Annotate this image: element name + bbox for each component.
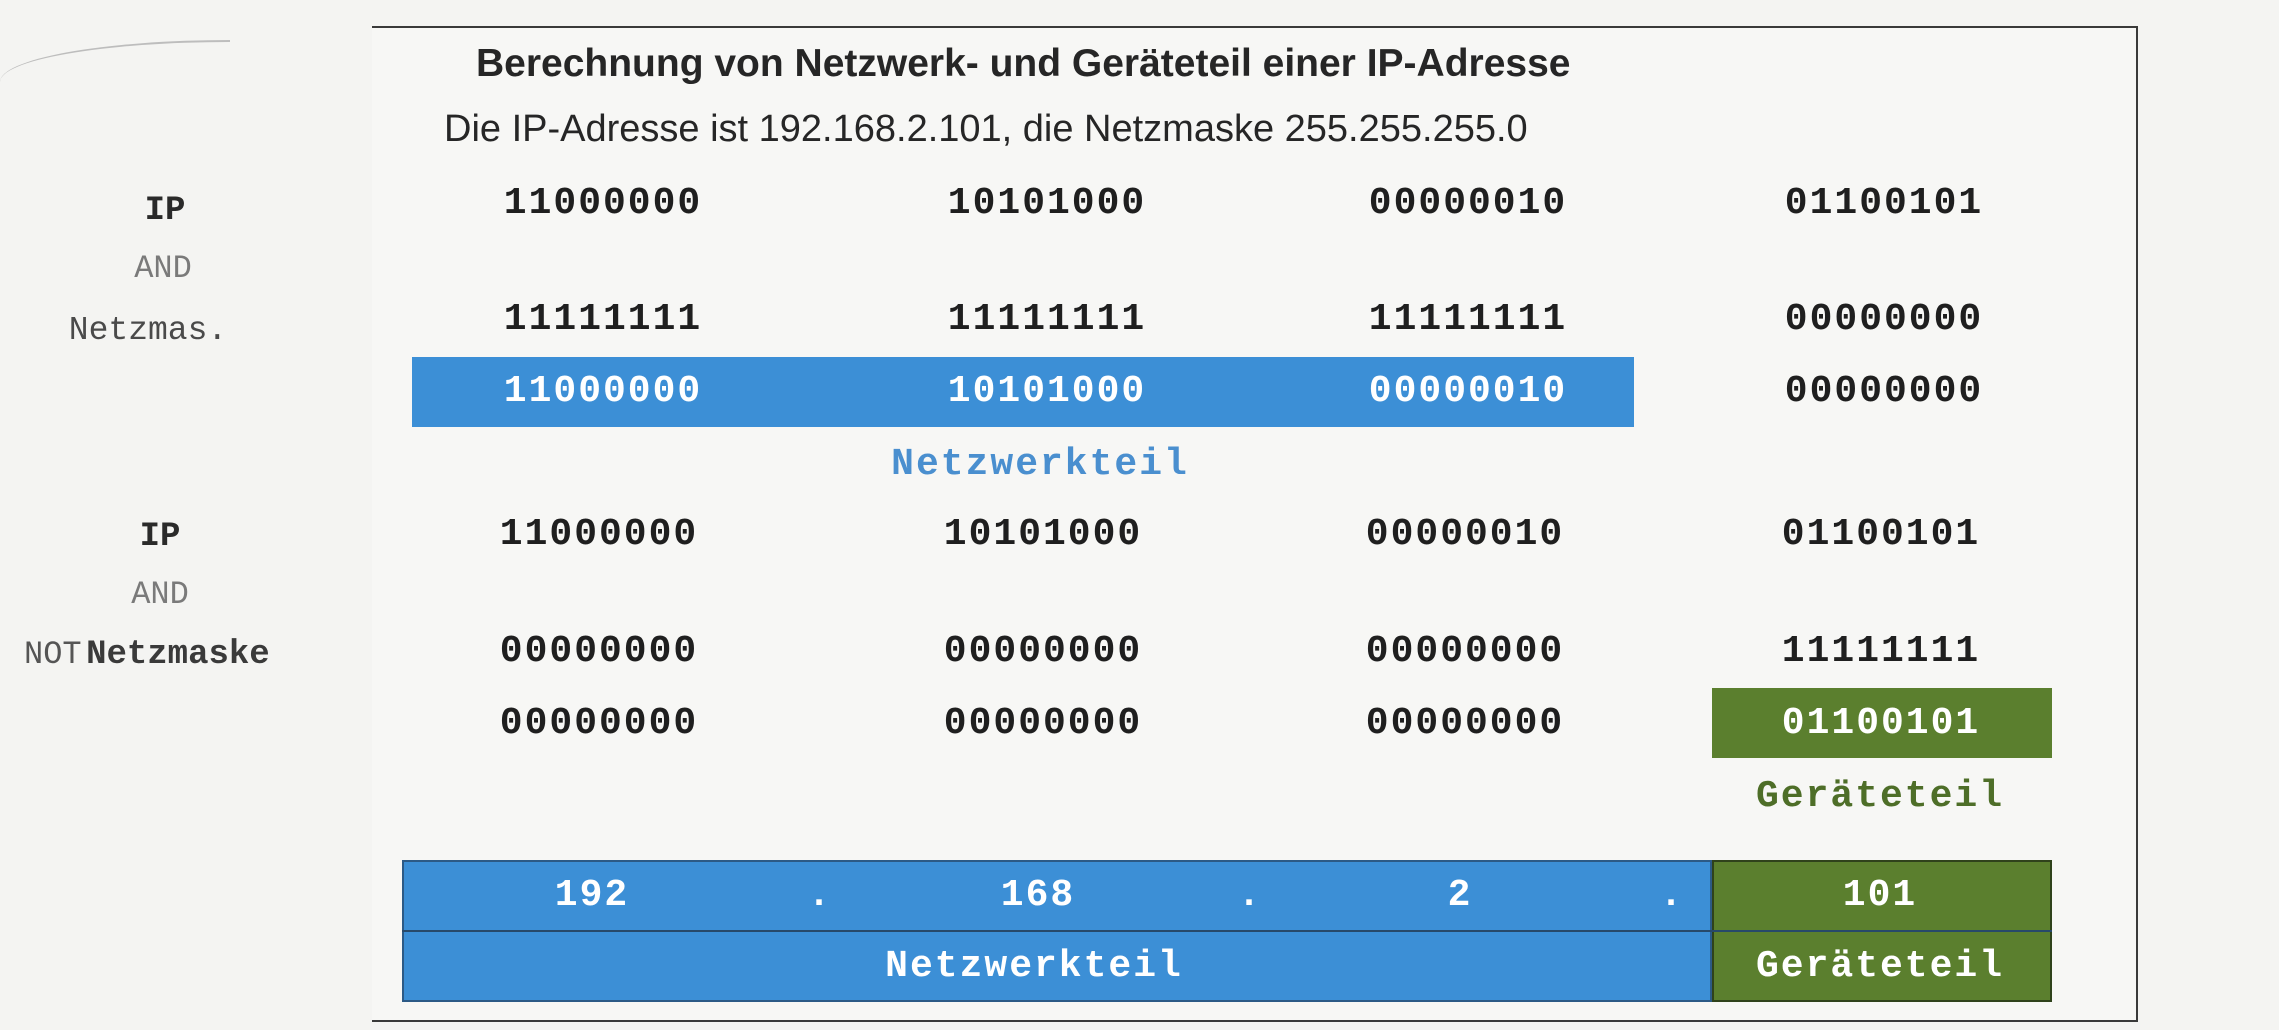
summary-dot-2: . <box>1237 874 1263 917</box>
label-ip-1: IP <box>144 192 186 230</box>
summary-network-label: Netzwerkteil <box>885 945 1183 988</box>
host-result-octet-1: 00000000 <box>499 702 699 745</box>
label-ip-2: IP <box>139 518 181 556</box>
summary-divider <box>402 930 2052 932</box>
label-not-mask: NOT Netzmaske <box>24 636 270 674</box>
summary-octet-2: 168 <box>1000 874 1076 917</box>
paper-edge <box>0 40 230 82</box>
mask-octet-4: 00000000 <box>1784 298 1984 341</box>
ip-octet-1: 11000000 <box>503 182 703 225</box>
summary-octet-3: 2 <box>1447 874 1473 917</box>
host-result-octet-2: 00000000 <box>943 702 1143 745</box>
notmask-octet-2: 00000000 <box>943 630 1143 673</box>
host-result-octet-4: 01100101 <box>1781 702 1981 745</box>
host-part-caption: Geräteteil <box>1755 775 2005 818</box>
host-result-bar <box>1712 688 2052 758</box>
notmask-octet-1: 00000000 <box>499 630 699 673</box>
summary-octet-4: 101 <box>1842 874 1918 917</box>
summary-dot-1: . <box>807 874 833 917</box>
host-result-octet-3: 00000000 <box>1365 702 1565 745</box>
network-part-caption: Netzwerkteil <box>891 443 1189 486</box>
ip-octet-4: 01100101 <box>1784 182 1984 225</box>
ip2-octet-3: 00000010 <box>1365 513 1565 556</box>
ip2-octet-1: 11000000 <box>499 513 699 556</box>
mask-octet-3: 11111111 <box>1368 298 1568 341</box>
label-mask-1: Netzmas. <box>68 312 228 349</box>
mask-octet-1: 11111111 <box>503 298 703 341</box>
figure-subtitle: Die IP-Adresse ist 192.168.2.101, die Ne… <box>444 108 1528 150</box>
label-not: NOT <box>24 636 82 673</box>
summary-host-label: Geräteteil <box>1755 945 2005 988</box>
ip-octet-3: 00000010 <box>1368 182 1568 225</box>
ip2-octet-2: 10101000 <box>943 513 1143 556</box>
network-result-bar <box>412 357 1634 427</box>
network-result-octet-1: 11000000 <box>503 370 703 413</box>
network-result-octet-2: 10101000 <box>947 370 1147 413</box>
label-and-2: AND <box>131 576 189 613</box>
ip2-octet-4: 01100101 <box>1781 513 1981 556</box>
summary-dot-3: . <box>1659 874 1685 917</box>
network-result-octet-4: 00000000 <box>1784 370 1984 413</box>
figure-title: Berechnung von Netzwerk- und Geräteteil … <box>476 42 1571 85</box>
label-mask-2: Netzmaske <box>86 636 270 674</box>
summary-octet-1: 192 <box>554 874 630 917</box>
notmask-octet-4: 11111111 <box>1781 630 1981 673</box>
mask-octet-2: 11111111 <box>947 298 1147 341</box>
ip-octet-2: 10101000 <box>947 182 1147 225</box>
network-result-octet-3: 00000010 <box>1368 370 1568 413</box>
label-and-1: AND <box>134 250 192 287</box>
figure-frame <box>372 26 2138 1022</box>
notmask-octet-3: 00000000 <box>1365 630 1565 673</box>
